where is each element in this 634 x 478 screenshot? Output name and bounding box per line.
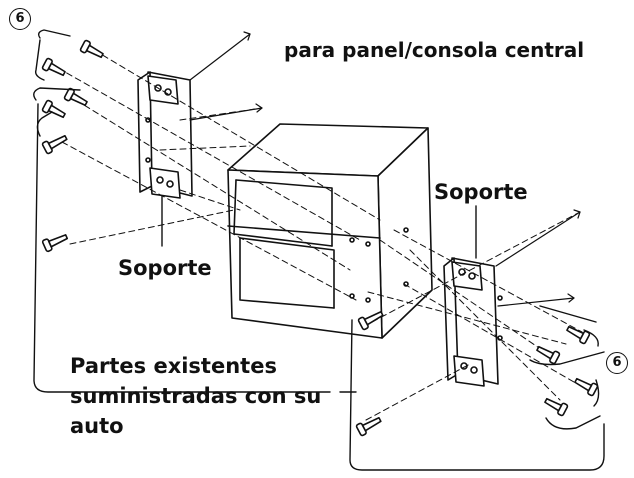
existing-parts-line-1: Partes existentes bbox=[70, 354, 277, 378]
right-bracket bbox=[443, 257, 503, 387]
head-unit bbox=[227, 123, 433, 339]
left-bracket bbox=[137, 71, 193, 199]
panel-label: para panel/consola central bbox=[284, 38, 585, 62]
bracket-label-right: Soporte bbox=[434, 180, 528, 204]
existing-parts-line-3: auto bbox=[70, 414, 124, 438]
screws-right bbox=[355, 310, 599, 437]
part-number-badge-left: 6 bbox=[9, 8, 31, 30]
part-number-badge-right: 6 bbox=[606, 352, 628, 374]
screws-left bbox=[41, 39, 104, 253]
existing-parts-line-2: suministradas con su bbox=[70, 384, 322, 408]
bracket-label-left: Soporte bbox=[118, 256, 212, 280]
